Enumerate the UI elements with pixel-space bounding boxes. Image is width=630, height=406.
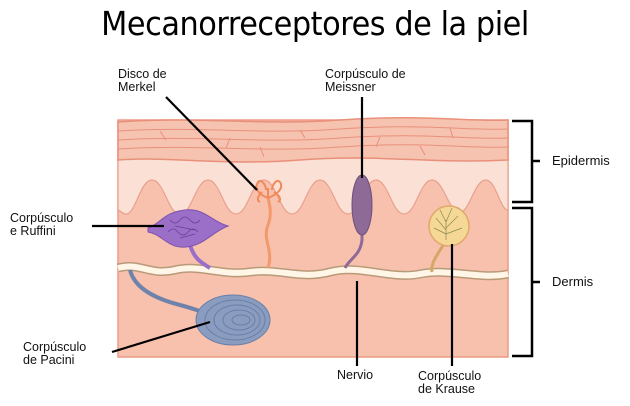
- merkel-disc: [255, 180, 283, 203]
- meissner-corpuscle: [351, 174, 373, 236]
- epidermis-basal-layer: [117, 157, 509, 215]
- label-nervio: Nervio: [337, 368, 374, 382]
- leader-lines: [92, 96, 454, 366]
- label-dermis: Dermis: [552, 274, 594, 289]
- krause-corpuscle: [428, 205, 470, 247]
- merkel-fiber: [264, 197, 272, 269]
- page-title: Mecanorreceptores de la piel: [101, 4, 529, 43]
- meissner-fiber: [343, 232, 364, 269]
- pacini-corpuscle: [195, 294, 271, 346]
- label-epidermis: Epidermis: [552, 153, 610, 168]
- nerve: [117, 263, 509, 279]
- ruffini-fiber: [188, 244, 212, 270]
- corneum-lines: [117, 126, 509, 158]
- layer-brackets: [512, 119, 540, 358]
